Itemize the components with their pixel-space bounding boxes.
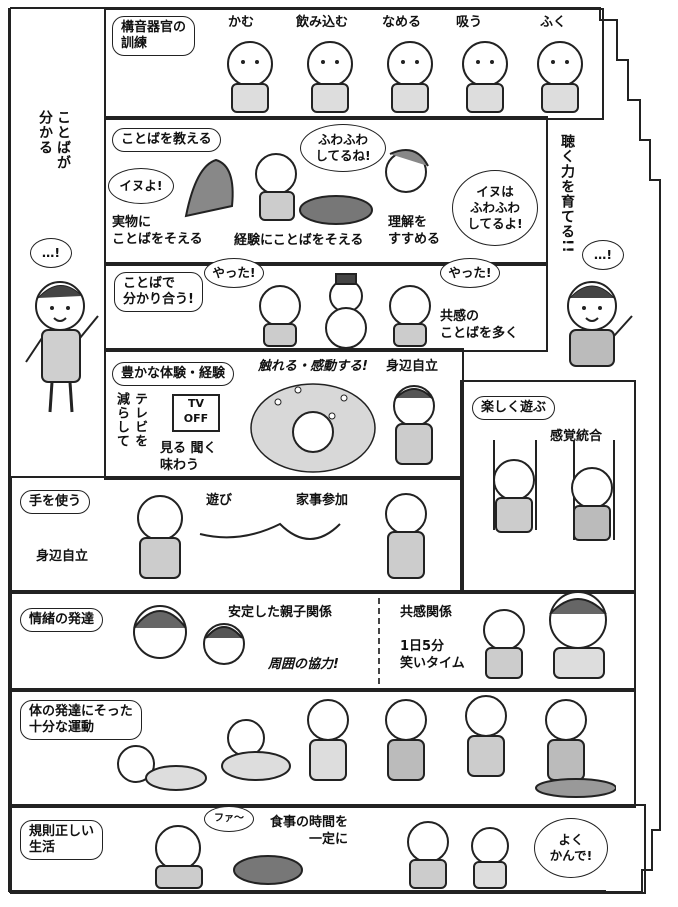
parent-child-illustration — [133, 605, 245, 665]
reduce-tv-label: テレビを 減らして — [114, 392, 147, 448]
dog-and-child-illustration — [184, 149, 429, 225]
motor-development-illustration — [117, 695, 616, 798]
action-lick: なめる — [382, 15, 422, 30]
bubble-fluffy: ふわふわ してるね! — [300, 124, 386, 172]
action-swallow: 飲み込む — [296, 15, 349, 30]
frame-emotion — [10, 590, 636, 692]
bubble-chew-well: よく かんで! — [534, 818, 608, 878]
action-blow: ふく — [540, 15, 567, 30]
children-articulation-illustration — [227, 41, 583, 113]
right-bubble: …! — [582, 240, 624, 270]
empathy-relation: 共感関係 — [400, 605, 453, 620]
bubble-dog: イヌよ! — [108, 168, 174, 204]
bubble-inu-fluffy: イヌは ふわふわ してるよ! — [452, 170, 538, 246]
snowman-illustration — [259, 273, 431, 348]
play-label: 遊び — [206, 493, 233, 508]
self-care-hands: 身辺自立 — [36, 549, 89, 564]
left-vertical-label: ことばが 分かる — [37, 110, 71, 170]
child-figure-right — [567, 281, 633, 367]
tv-off-sign: TV OFF — [172, 394, 220, 432]
caption-empathy-words: 共感の ことばを多く — [440, 309, 519, 341]
tag-body: 体の発達にそった 十分な運動 — [20, 700, 142, 740]
caption-experience: 経験にことばをそえる — [234, 233, 364, 248]
emotion-divider — [378, 598, 380, 684]
tag-hands: 手を使う — [20, 490, 91, 514]
bubble-yatta-left: やった! — [204, 258, 264, 288]
tag-teach: ことばを教える — [112, 128, 221, 152]
action-chew: かむ — [228, 15, 255, 30]
daily-life-illustration — [155, 821, 509, 889]
tag-share: ことばで 分かり合う! — [114, 272, 203, 312]
action-suck: 吸う — [456, 15, 483, 30]
frame-articulation — [104, 8, 604, 120]
left-bubble: …! — [30, 238, 72, 268]
stable-parent-child: 安定した親子関係 — [228, 605, 333, 620]
sensory-integration: 感覚統合 — [550, 429, 603, 444]
frame-rich — [104, 348, 464, 480]
caption-real-object: 実物に ことばをそえる — [112, 215, 203, 247]
right-vertical-label: 聴く力を育てる!! — [559, 134, 575, 254]
cooperation-label: 周囲の協力! — [268, 657, 339, 672]
meal-time-label: 食事の時間を 一定に — [270, 815, 349, 847]
child-figure-left — [25, 281, 99, 413]
snow-gazing-illustration — [250, 383, 376, 473]
bubble-yawn: ファ〜 — [204, 806, 254, 832]
tag-rich-experience: 豊かな体験・経験 — [112, 362, 235, 386]
laugh-time: 1日5分 笑いタイム — [400, 639, 465, 671]
frame-life — [10, 804, 646, 894]
tag-emotion: 情緒の発達 — [20, 608, 104, 632]
tag-articulation: 構音器官の 訓練 — [112, 16, 196, 56]
tag-regular-life: 規則正しい 生活 — [20, 820, 104, 860]
touch-move-label: 触れる・感動する! — [258, 359, 368, 374]
see-hear-taste: 見る 聞く 味わう — [160, 441, 217, 473]
tag-play: 楽しく遊ぶ — [472, 396, 556, 420]
frame-body — [10, 688, 636, 808]
frame-teach — [104, 116, 548, 266]
swing-illustration — [493, 440, 615, 541]
self-care-rich: 身辺自立 — [386, 359, 439, 374]
chores-label: 家事参加 — [296, 493, 349, 508]
bubble-yatta-right: やった! — [440, 258, 500, 288]
caption-understand: 理解を すすめる — [388, 215, 441, 247]
hands-illustration — [137, 493, 427, 579]
laughing-pair-illustration — [483, 591, 607, 679]
child-self-care-rich — [393, 385, 435, 465]
frame-play — [460, 380, 636, 594]
frame-hands — [10, 476, 464, 594]
frame-share — [104, 262, 548, 352]
